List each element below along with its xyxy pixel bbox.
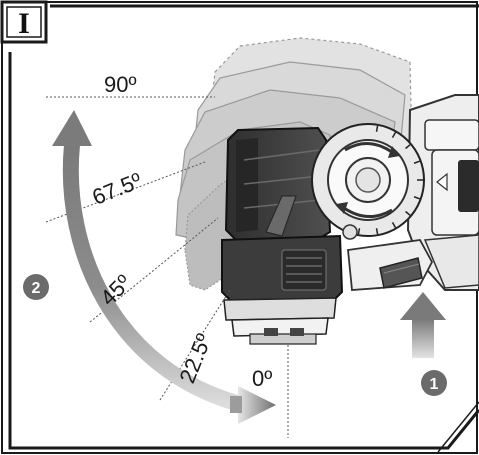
dial-tick [375,228,379,235]
push-arrow [400,292,446,358]
rotation-dial [311,123,425,240]
step-label-box [0,0,48,44]
step-label: I [18,7,30,40]
dial-tick [375,125,379,132]
dial-tick [391,131,397,138]
angle-label-22-5: 22.5º [174,330,216,387]
callout-badge-1: 1 [421,370,447,396]
callout-number-2: 2 [32,280,41,297]
rotation-arrow [52,110,276,424]
angle-label-0: 0º [252,366,272,391]
callout-number-1: 1 [430,376,439,393]
dial-tick [405,144,411,150]
dial-tick [413,196,420,200]
camera-body [406,94,479,291]
dial-tick [391,222,397,229]
release-button [379,257,423,289]
angle-label-67-5: 67.5º [89,168,146,210]
dial-tick [357,228,361,235]
dial-tick [413,160,420,164]
angle-label-90: 90º [104,72,137,97]
dial-ticks [357,125,423,235]
callout-badge-2: 2 [23,274,49,300]
flash-head [221,126,344,345]
dial-tick [405,210,411,216]
